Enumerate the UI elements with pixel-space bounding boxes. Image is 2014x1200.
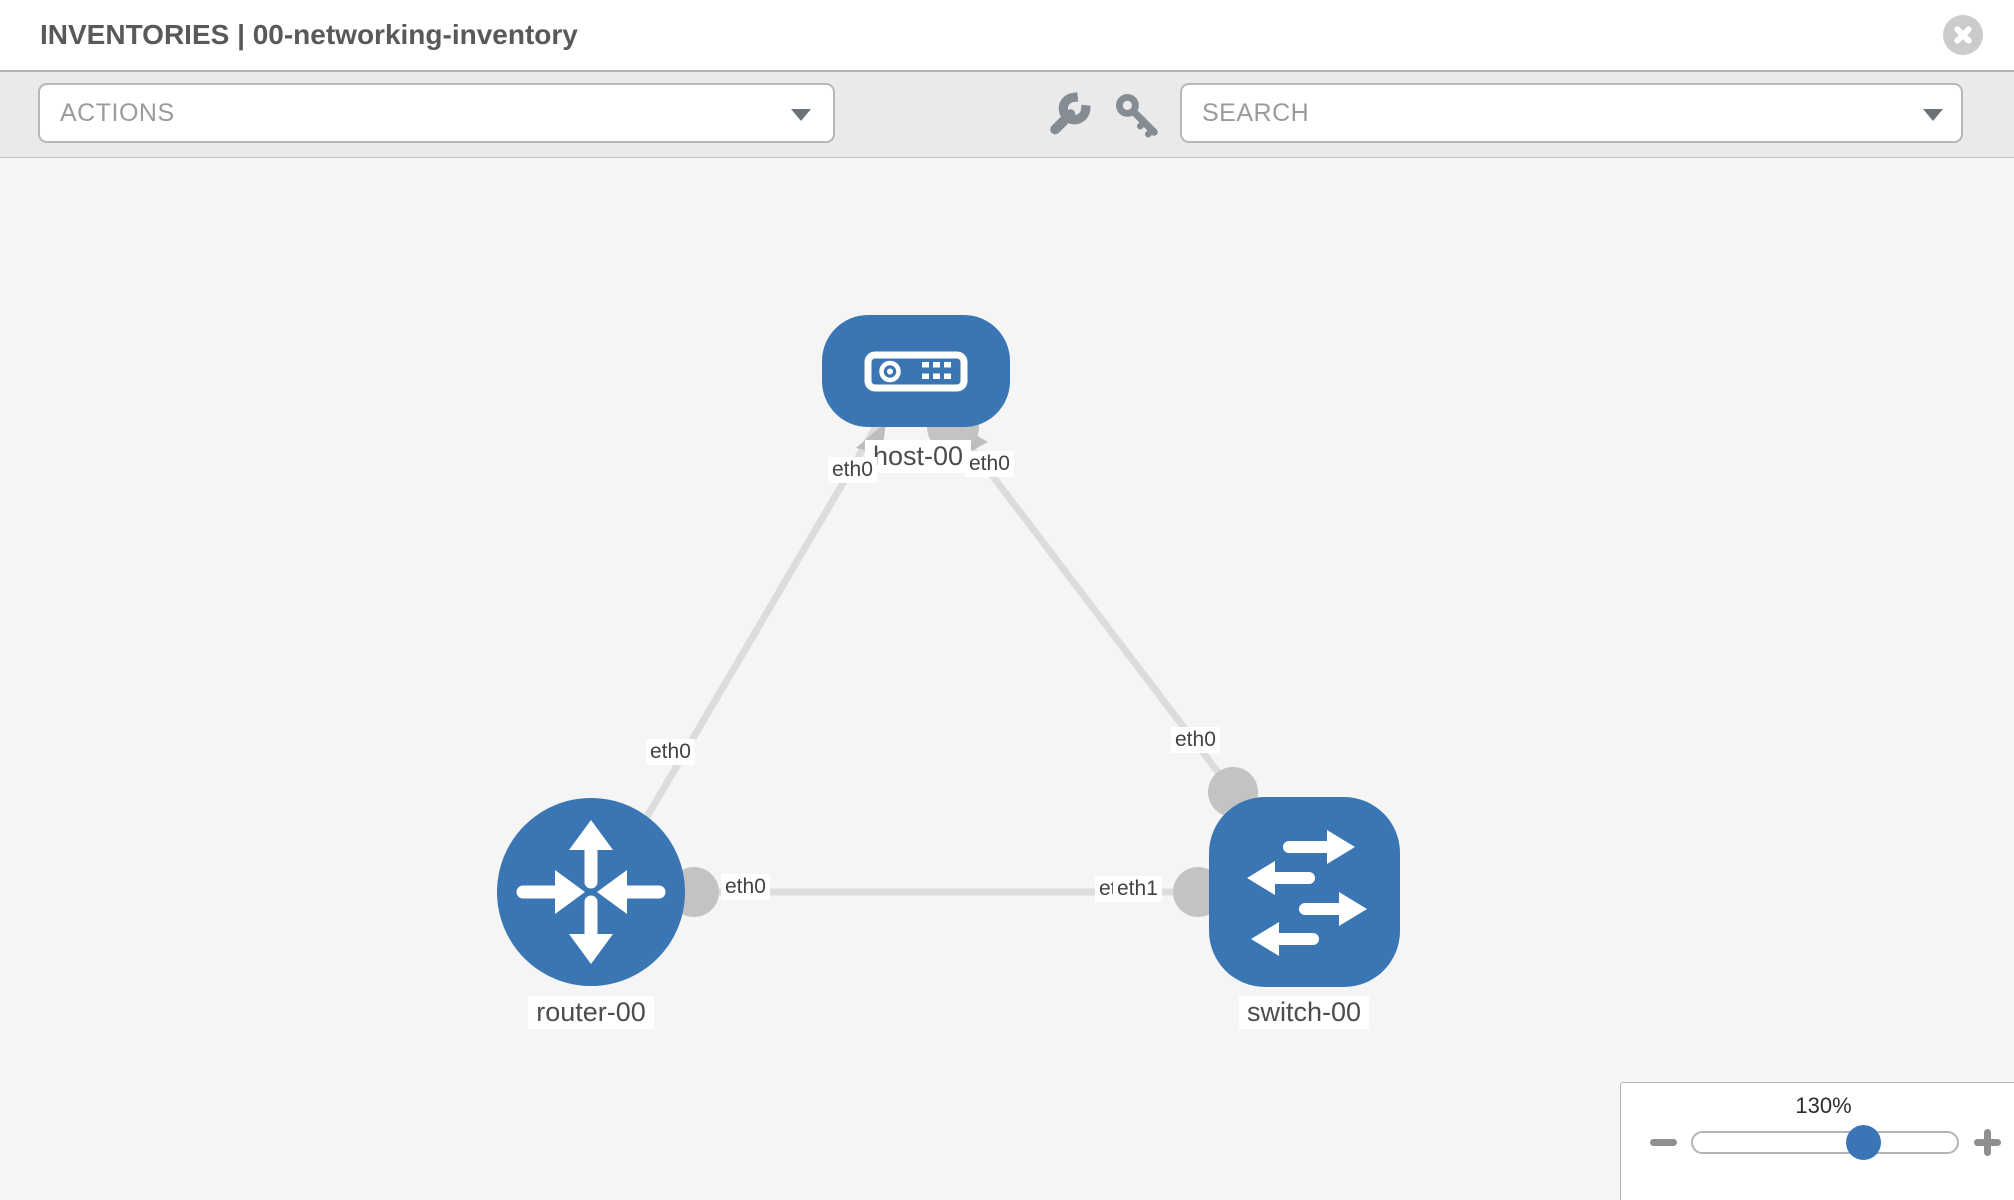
host-icon [864, 351, 968, 392]
interface-label: eth1 [1113, 876, 1162, 902]
interface-label: eth0 [828, 457, 877, 483]
node-label-host: host-00 [864, 440, 972, 473]
search-input[interactable]: SEARCH [1202, 99, 1310, 127]
page-title: INVENTORIES | 00-networking-inventory [40, 19, 578, 50]
zoom-slider-thumb[interactable] [1846, 1125, 1881, 1160]
interface-label: eth0 [721, 874, 770, 900]
plus-icon-bar [1984, 1129, 1991, 1156]
interface-label: eth0 [965, 451, 1014, 477]
key-icon[interactable] [1113, 91, 1161, 139]
zoom-in-plus-icon[interactable] [1974, 1129, 2001, 1156]
actions-dropdown[interactable]: ACTIONS [38, 83, 835, 143]
actions-dropdown-label: ACTIONS [60, 99, 175, 127]
node-host-00[interactable] [822, 315, 1010, 427]
topology-canvas[interactable]: host-00 router-00 switch-00 eth0 eth0 et… [0, 158, 2014, 1200]
close-icon[interactable] [1943, 15, 1983, 55]
switch-icon [1247, 830, 1367, 956]
interface-label: eth0 [1171, 727, 1220, 753]
interface-label: eth0 [646, 739, 695, 765]
node-switch-00[interactable] [1209, 797, 1400, 987]
search-dropdown[interactable]: SEARCH [1180, 83, 1963, 143]
node-label-router: router-00 [528, 996, 654, 1029]
zoom-control-panel: 130% [1620, 1082, 2014, 1200]
wrench-icon[interactable] [1044, 91, 1092, 139]
toolbar: ACTIONS SEARCH [0, 72, 2014, 158]
router-icon [516, 820, 666, 964]
chevron-down-icon [791, 109, 811, 121]
zoom-slider[interactable] [1691, 1131, 1959, 1154]
chevron-down-icon [1923, 109, 1943, 121]
zoom-percent: 130% [1795, 1093, 1852, 1118]
node-router-00[interactable] [497, 798, 685, 986]
node-label-switch: switch-00 [1238, 996, 1370, 1029]
header: INVENTORIES | 00-networking-inventory [0, 0, 2014, 72]
zoom-out-minus-icon[interactable] [1650, 1139, 1677, 1146]
